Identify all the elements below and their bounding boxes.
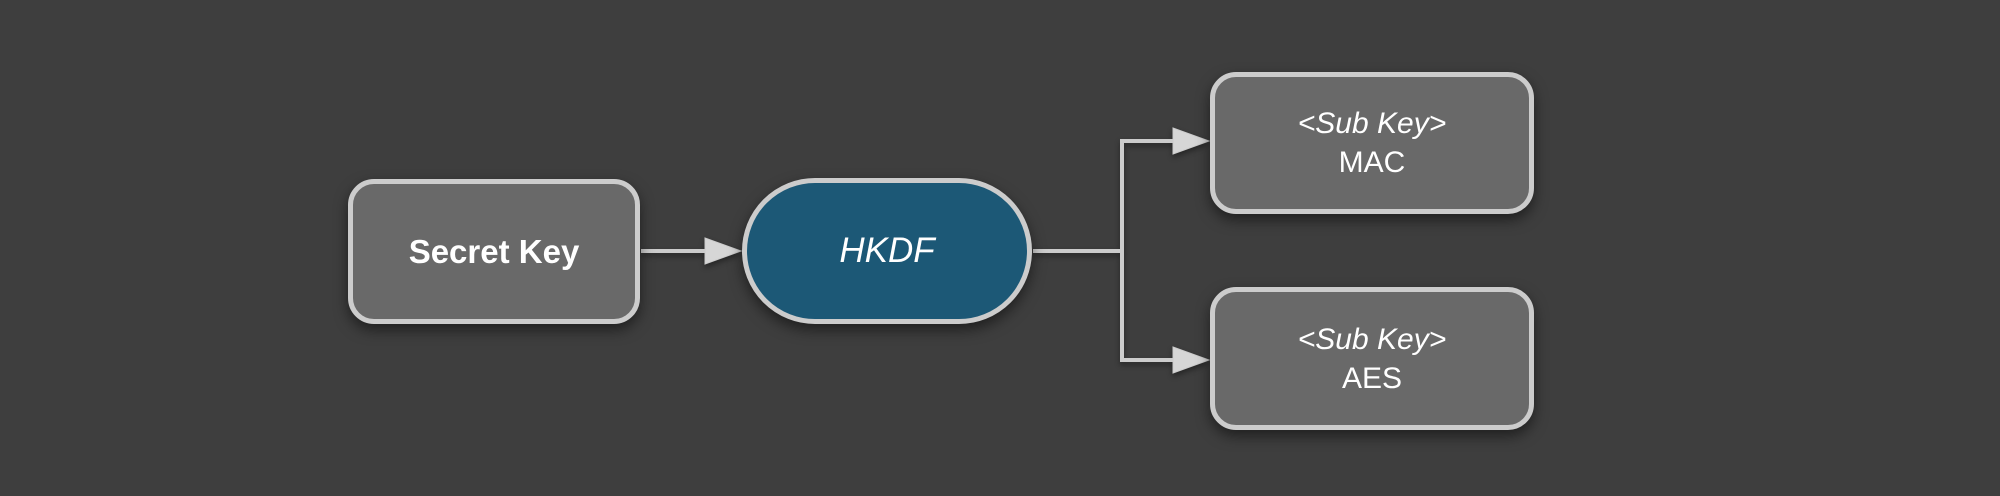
arrowhead-icon <box>704 237 743 265</box>
sub-key-mac-line2: MAC <box>1338 146 1406 179</box>
node-secret-key: Secret Key <box>348 179 640 324</box>
secret-key-label: Secret Key <box>408 232 580 270</box>
node-hkdf: HKDF <box>742 178 1032 324</box>
arrowhead-icon <box>1172 346 1211 374</box>
edge-secret-key-to-hkdf <box>641 237 743 265</box>
edge-hkdf-branch <box>1033 127 1211 374</box>
arrowhead-icon <box>1172 127 1211 155</box>
sub-key-mac-line1: <Sub Key> <box>1297 107 1447 140</box>
sub-key-aes-line2: AES <box>1341 361 1403 395</box>
node-sub-key-mac: <Sub Key> MAC <box>1210 72 1534 214</box>
sub-key-aes-line1: <Sub Key> <box>1297 322 1447 356</box>
hkdf-label: HKDF <box>839 231 935 270</box>
node-sub-key-aes: <Sub Key> AES <box>1210 287 1534 430</box>
